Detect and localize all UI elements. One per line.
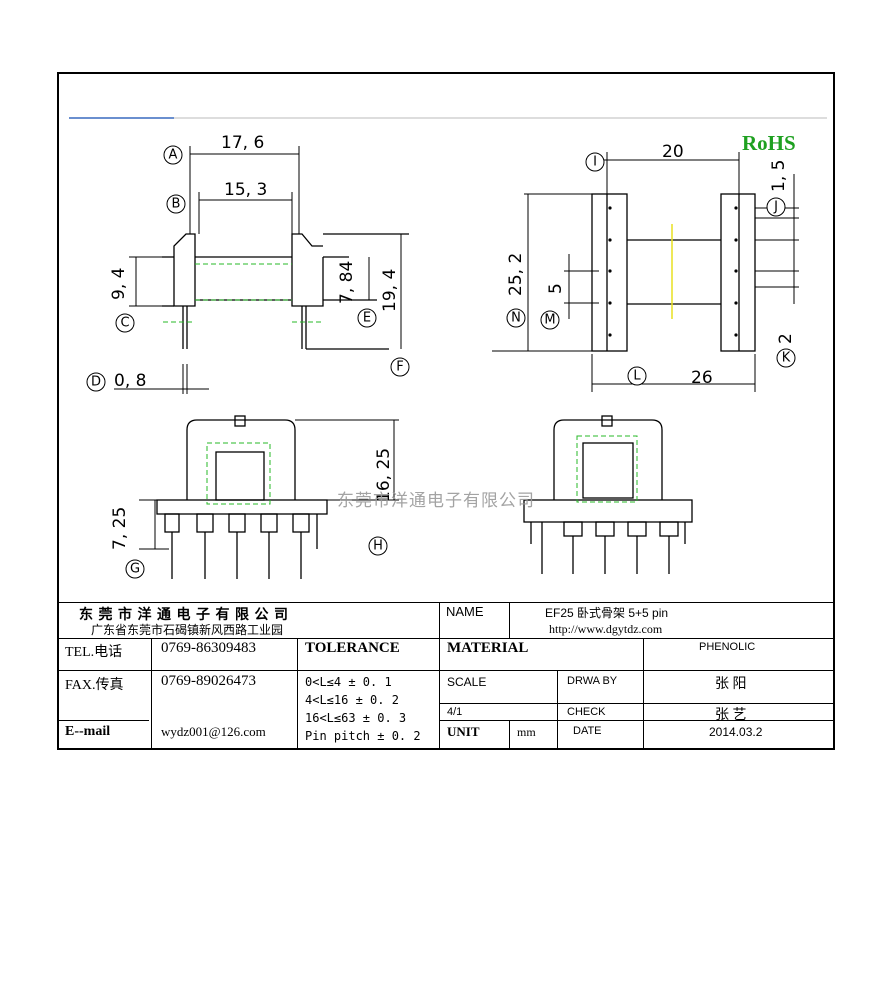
- dim-l-value: 26: [691, 368, 713, 388]
- dim-k-value: 2: [776, 333, 796, 344]
- material-value: PHENOLIC: [699, 641, 756, 653]
- marker-l: L: [633, 369, 641, 384]
- scale-value: 4/1: [447, 706, 463, 718]
- front-view-right: [523, 415, 693, 574]
- dim-d-value: 0, 8: [114, 371, 146, 391]
- tel-label: TEL.电话: [65, 645, 123, 660]
- email-value[interactable]: wydz001@126.com: [161, 724, 266, 739]
- drawn-by-label: DRWA BY: [567, 675, 618, 687]
- dim-j-value: 1, 5: [769, 160, 789, 192]
- dim-f-value: 19, 4: [380, 269, 400, 312]
- marker-k: K: [782, 351, 791, 366]
- side-view: [162, 233, 409, 350]
- marker-b: B: [172, 197, 181, 212]
- top-view: [591, 193, 756, 352]
- dim-b-value: 15, 3: [224, 180, 267, 200]
- tolerance-range-1: 0<L≤4 ± 0. 1: [305, 675, 392, 689]
- dim-c-value: 9, 4: [109, 268, 129, 300]
- date-value: 2014.03.2: [709, 725, 763, 739]
- rohs-label: RoHS: [742, 131, 796, 155]
- dim-g-value: 7, 25: [110, 507, 130, 550]
- marker-e: E: [363, 311, 371, 326]
- dim-n-value: 25, 2: [506, 253, 526, 296]
- name-value: EF25 卧式骨架 5+5 pin: [545, 606, 669, 620]
- company-address: 广东省东莞市石碣镇新风西路工业园: [91, 623, 284, 637]
- tolerance-range-3: 16<L≤63 ± 0. 3: [305, 711, 407, 725]
- date-label: DATE: [573, 725, 602, 737]
- tolerance-label: TOLERANCE: [305, 640, 400, 656]
- tolerance-range-2: 4<L≤16 ± 0. 2: [305, 693, 399, 707]
- tel-value: 0769-86309483: [161, 640, 256, 656]
- unit-label: UNIT: [447, 724, 480, 739]
- scale-label: SCALE: [447, 675, 487, 689]
- website-link[interactable]: http://www.dgytdz.com: [549, 622, 663, 636]
- technical-drawing: 17, 6 15, 3 9, 4 7, 84 19, 4 0, 8 A B C …: [69, 117, 827, 579]
- fax-label: FAX.传真: [65, 678, 124, 693]
- drawing-frame: 17, 6 15, 3 9, 4 7, 84 19, 4 0, 8 A B C …: [57, 72, 835, 750]
- dim-m-value: 5: [546, 283, 566, 294]
- marker-a: A: [169, 148, 178, 163]
- front-view-left: [156, 415, 328, 579]
- marker-m: M: [544, 313, 555, 328]
- marker-f: F: [396, 360, 403, 375]
- unit-value: mm: [517, 725, 536, 739]
- tolerance-pin-pitch: Pin pitch ± 0. 2: [305, 729, 421, 743]
- marker-h: H: [373, 539, 383, 554]
- email-label: E--mail: [65, 724, 111, 739]
- marker-d: D: [91, 375, 101, 390]
- fax-value: 0769-89026473: [161, 673, 256, 689]
- check-value: 张 艺: [715, 708, 747, 723]
- dim-a-value: 17, 6: [221, 133, 264, 153]
- name-label: NAME: [446, 604, 484, 619]
- watermark-text: 东莞市洋通电子有限公司: [337, 491, 535, 511]
- drawn-by-value: 张 阳: [715, 677, 747, 692]
- marker-n: N: [511, 311, 521, 326]
- material-label: MATERIAL: [447, 640, 529, 656]
- marker-g: G: [130, 562, 140, 577]
- marker-c: C: [120, 316, 129, 331]
- company-name: 东 莞 市 洋 通 电 子 有 限 公 司: [79, 608, 289, 623]
- marker-i: I: [593, 155, 597, 170]
- marker-j: J: [773, 200, 778, 215]
- dim-h-value: 16, 25: [374, 448, 394, 502]
- check-label: CHECK: [567, 706, 606, 718]
- dim-e-value: 7, 84: [337, 261, 357, 304]
- dim-i-value: 20: [662, 142, 684, 162]
